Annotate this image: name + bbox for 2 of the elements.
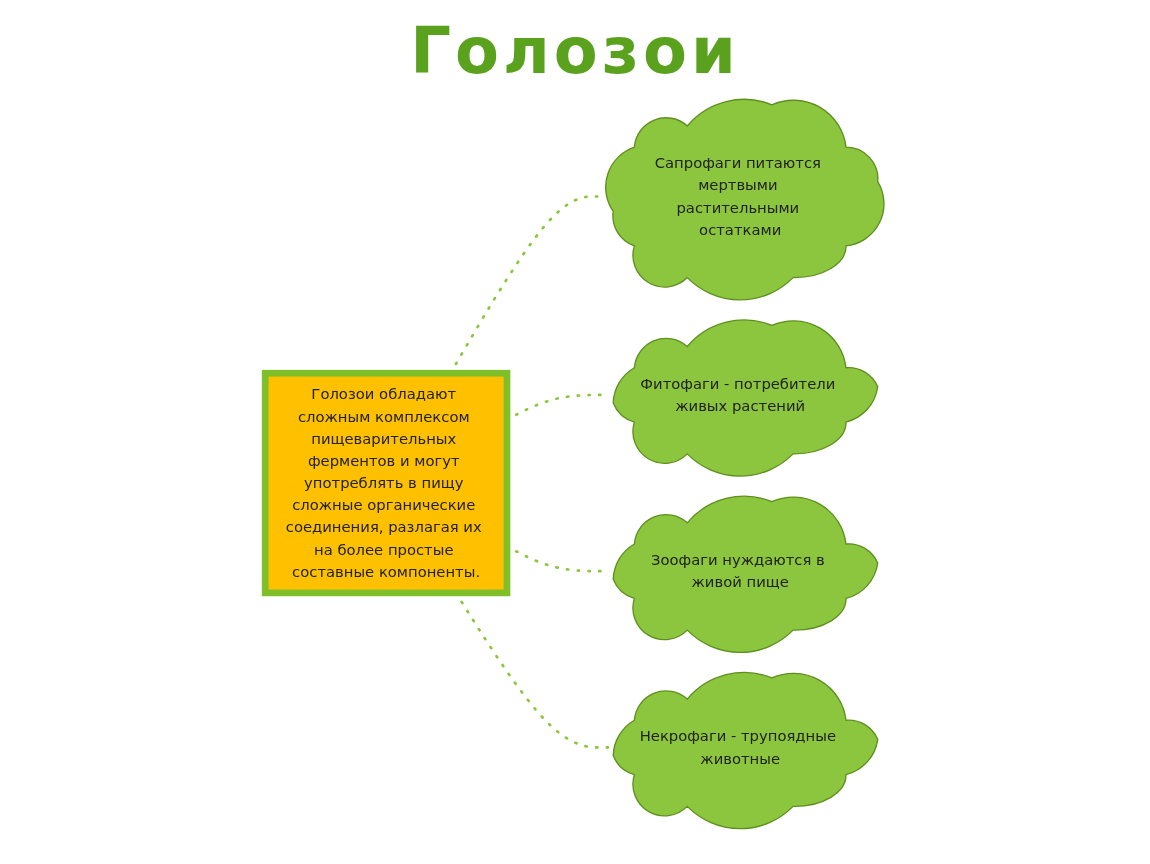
node-box: Голозои обладают сложным комплексом пищеварительных ферментов и могут употреблять в пищу сложные органические соединения, разлагая их на более простые составные компоненты. [262, 369, 511, 597]
title: Голозои [409, 14, 741, 88]
